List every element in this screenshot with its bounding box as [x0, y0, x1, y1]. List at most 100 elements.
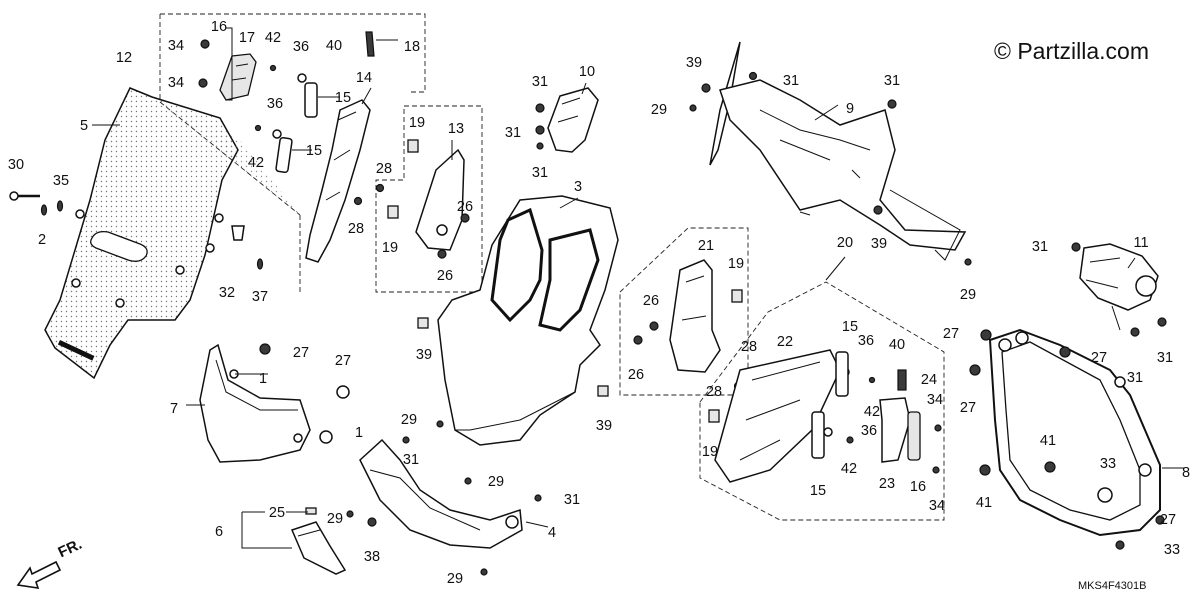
callout-c42c: 42 — [864, 404, 880, 420]
front-direction-arrow-icon — [16, 560, 62, 589]
callout-c34b: 34 — [168, 75, 184, 91]
callout-c29d: 29 — [488, 474, 504, 490]
callout-c42a: 42 — [265, 30, 281, 46]
callout-c31d: 31 — [783, 73, 799, 89]
callout-c11: 11 — [1133, 235, 1148, 251]
callout-c27d: 27 — [1091, 350, 1107, 366]
callout-c40a: 40 — [326, 38, 342, 54]
callout-c31a: 31 — [532, 74, 548, 90]
callout-c15b: 15 — [306, 143, 322, 159]
callout-c7: 7 — [170, 401, 178, 417]
callout-c24: 24 — [921, 372, 937, 388]
callout-c37: 37 — [252, 289, 268, 305]
callout-c1b: 1 — [355, 425, 363, 441]
diagram-code: MKS4F4301B — [1078, 580, 1147, 592]
callout-c20: 20 — [837, 235, 853, 251]
callout-c36a: 36 — [293, 39, 309, 55]
copyright-text: © Partzilla.com — [994, 38, 1149, 64]
callout-c13: 13 — [448, 121, 464, 137]
callout-c22: 22 — [777, 334, 793, 350]
callout-c26c: 26 — [643, 293, 659, 309]
callout-c16a: 16 — [211, 19, 227, 35]
callout-c33b: 33 — [1164, 542, 1180, 558]
callout-c42d: 42 — [841, 461, 857, 477]
callout-c29e: 29 — [327, 511, 343, 527]
callout-c2: 2 — [38, 232, 46, 248]
callout-c36c: 36 — [858, 333, 874, 349]
callout-c5: 5 — [80, 118, 88, 134]
group-box-panel-20 — [699, 281, 945, 521]
callout-c40b: 40 — [889, 337, 905, 353]
leader-lines — [92, 82, 1184, 528]
cover-part-6 — [241, 507, 354, 575]
cover-part-7 — [199, 343, 350, 463]
stay-part-14 — [305, 99, 371, 263]
callout-c1: 1 — [259, 371, 267, 387]
callout-c31g: 31 — [1157, 350, 1173, 366]
callout-c31b: 31 — [505, 125, 521, 141]
callout-c36d: 36 — [861, 423, 877, 439]
small-parts-upper-left — [198, 27, 398, 174]
callout-c23: 23 — [879, 476, 895, 492]
callout-c27c: 27 — [943, 326, 959, 342]
callout-c15c: 15 — [842, 319, 858, 335]
callout-c28c: 28 — [741, 339, 757, 355]
callout-c34d: 34 — [929, 498, 945, 514]
callout-c27e: 27 — [960, 400, 976, 416]
callout-c39d: 39 — [596, 418, 612, 434]
callout-c34a: 34 — [168, 38, 184, 54]
callout-labels: 1123456789101112131415151515161617181919… — [8, 19, 1190, 587]
windscreen-part-5 — [44, 87, 300, 380]
callout-c28d: 28 — [706, 384, 722, 400]
callout-c27b: 27 — [335, 353, 351, 369]
callout-c28b: 28 — [348, 221, 364, 237]
callout-c29a: 29 — [651, 102, 667, 118]
trim-part-4 — [359, 317, 609, 576]
callout-c9: 9 — [846, 101, 854, 117]
callout-c31c: 31 — [532, 165, 548, 181]
callout-c26b: 26 — [437, 268, 453, 284]
callout-c39c: 39 — [416, 347, 432, 363]
callout-c29f: 29 — [447, 571, 463, 587]
bracket-part-13 — [353, 139, 470, 259]
callout-c35: 35 — [53, 173, 69, 189]
callout-c19c: 19 — [728, 256, 744, 272]
callout-c16b: 16 — [910, 479, 926, 495]
callout-c17: 17 — [239, 30, 255, 46]
callout-c29b: 29 — [960, 287, 976, 303]
callout-c26d: 26 — [628, 367, 644, 383]
callout-c27a: 27 — [293, 345, 309, 361]
screws-left — [9, 191, 264, 270]
callout-c34c: 34 — [927, 392, 943, 408]
callout-c41a: 41 — [1040, 433, 1056, 449]
callout-c19d: 19 — [702, 444, 718, 460]
callout-c4: 4 — [548, 525, 556, 541]
callout-c19a: 19 — [409, 115, 425, 131]
callout-c28a: 28 — [376, 161, 392, 177]
callout-c14: 14 — [356, 70, 372, 86]
callout-c31j: 31 — [564, 492, 580, 508]
callout-c30: 30 — [8, 157, 24, 173]
bracket-part-21 — [633, 259, 749, 391]
callout-c10: 10 — [579, 64, 595, 80]
callout-c31i: 31 — [403, 452, 419, 468]
callout-c3: 3 — [574, 179, 582, 195]
callout-c32: 32 — [219, 285, 235, 301]
bracket-part-11 — [1071, 242, 1167, 337]
callout-c8: 8 — [1182, 465, 1190, 481]
callout-c41b: 41 — [976, 495, 992, 511]
callout-c33a: 33 — [1100, 456, 1116, 472]
group-box-bracket-13 — [375, 105, 483, 293]
callout-c6: 6 — [215, 524, 223, 540]
callout-c31e: 31 — [884, 73, 900, 89]
callout-c36b: 36 — [267, 96, 283, 112]
callout-c21: 21 — [698, 238, 714, 254]
callout-c15d: 15 — [810, 483, 826, 499]
callout-c15a: 15 — [335, 90, 351, 106]
callout-c25: 25 — [269, 505, 285, 521]
callout-c42b: 42 — [248, 155, 264, 171]
callout-c27f: 27 — [1160, 512, 1176, 528]
callout-c12: 12 — [116, 50, 132, 66]
callout-c31h: 31 — [1127, 370, 1143, 386]
